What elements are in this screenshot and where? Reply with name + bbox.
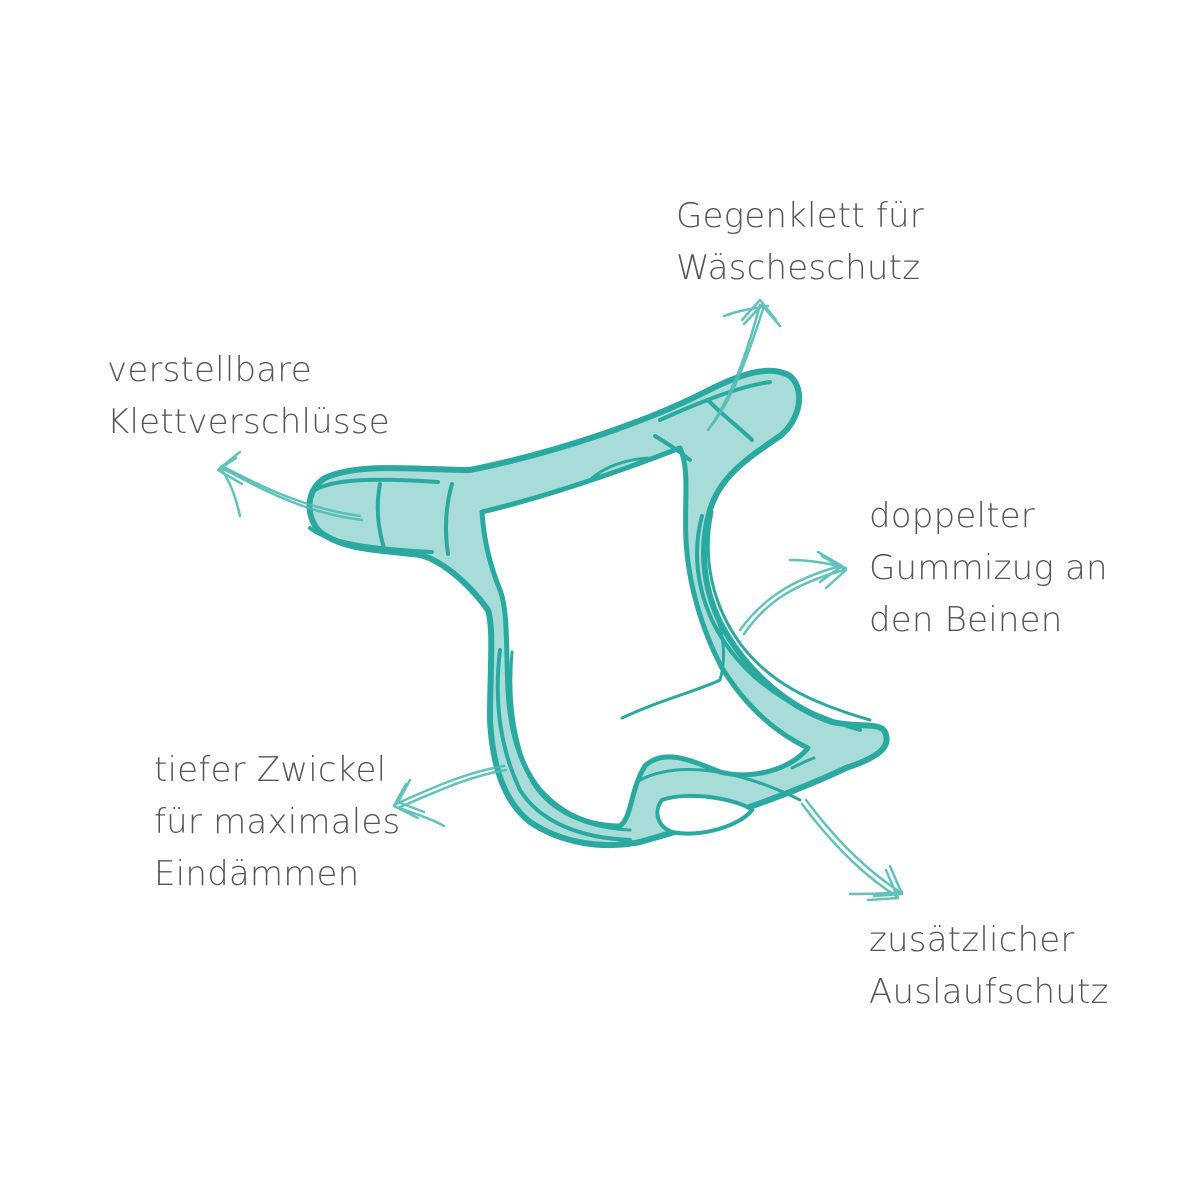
diaper-shell <box>306 367 890 849</box>
callout-leak-guard-line2: Auslaufschutz <box>869 972 1109 1012</box>
leak-guard-pocket <box>655 793 754 836</box>
arrow-icon <box>800 798 904 902</box>
callout-gusset-line3: Eindämmen <box>154 854 360 894</box>
arrow-icon <box>706 298 782 432</box>
callout-gusset: tiefer Zwickel für maximales Eindämmen <box>154 744 400 900</box>
callout-leak-guard-line1: zusätzlicher <box>869 920 1075 960</box>
callout-leak-guard: zusätzlicher Auslaufschutz <box>869 914 1109 1018</box>
callout-closures-line2: Klettverschlüsse <box>107 402 390 442</box>
callout-gusset-line1: tiefer Zwickel <box>154 750 387 790</box>
callout-leg-elastic-line1: doppelter <box>869 496 1035 536</box>
callout-closures: verstellbare Klettverschlüsse <box>107 344 390 448</box>
arrow-icon <box>738 550 848 636</box>
diaper-inner-opening <box>479 445 811 829</box>
callout-leg-elastic: doppelter Gummizug an den Beinen <box>869 490 1108 646</box>
callout-leg-elastic-line2: Gummizug an <box>869 548 1108 588</box>
callout-back-velcro-line1: Gegenklett für <box>676 196 924 236</box>
arrow-icon <box>216 450 364 522</box>
arrow-icon <box>392 764 508 828</box>
callout-closures-line1: verstellbare <box>107 350 312 390</box>
callout-leg-elastic-line3: den Beinen <box>869 600 1063 640</box>
callout-arrows <box>216 298 904 902</box>
callout-gusset-line2: für maximales <box>154 802 401 842</box>
callout-back-velcro: Gegenklett für Wäscheschutz <box>676 190 924 294</box>
callout-back-velcro-line2: Wäscheschutz <box>676 248 921 288</box>
